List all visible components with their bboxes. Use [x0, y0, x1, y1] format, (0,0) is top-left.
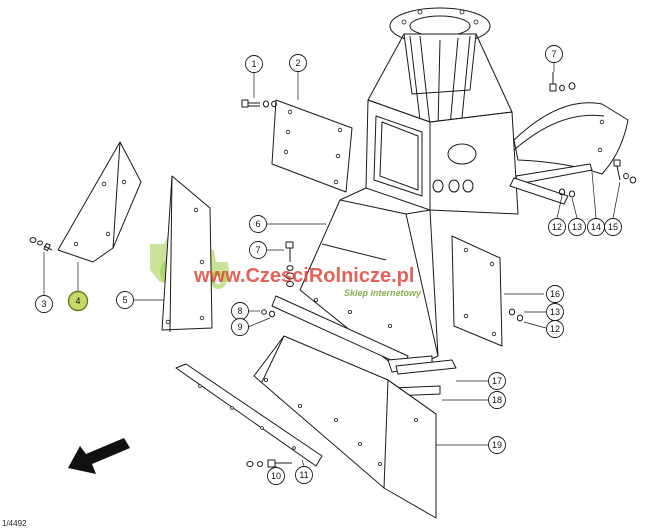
callout-12-upper: 12: [548, 218, 566, 236]
svg-text:7: 7: [551, 49, 556, 59]
svg-text:14: 14: [591, 222, 601, 232]
part-5-tall-side-panel: [161, 175, 213, 333]
part-4-triangular-side-panel: [57, 141, 142, 263]
part-16-side-plate: [451, 235, 503, 347]
svg-text:7: 7: [255, 245, 260, 255]
svg-text:2: 2: [295, 58, 300, 68]
part-10-bolt: [246, 459, 292, 468]
watermark-text: www.CzesciRolnicze.pl Sklep internetowy: [193, 265, 422, 298]
part-7-bolt-middle: [285, 241, 295, 288]
callout-7-upper: 7: [545, 45, 563, 63]
callout-8: 8: [231, 302, 249, 320]
part-12-13-washers-lower: [508, 308, 524, 322]
part-19-lower-chute: [253, 335, 437, 519]
part-7-bolt-upper: [549, 72, 576, 92]
callout-6: 6: [249, 215, 267, 233]
drawing-code: 1/4492: [2, 519, 27, 528]
callout-5: 5: [116, 291, 134, 309]
svg-text:18: 18: [492, 395, 502, 405]
callout-7-middle: 7: [249, 241, 267, 259]
svg-text:6: 6: [255, 219, 260, 229]
callout-14: 14: [587, 218, 605, 236]
svg-text:19: 19: [492, 440, 502, 450]
svg-text:15: 15: [608, 222, 618, 232]
svg-text:3: 3: [41, 299, 46, 309]
part-6-main-chute-housing: [271, 7, 519, 373]
part-2-cover-plate: [271, 99, 353, 193]
svg-text:16: 16: [550, 289, 560, 299]
callout-13-lower: 13: [546, 303, 564, 321]
callout-13-upper: 13: [568, 218, 586, 236]
part-14-curved-deflector: [509, 102, 629, 205]
part-8-9-nut-washer: [261, 309, 276, 318]
part-1-bolt: [241, 99, 277, 108]
svg-text:13: 13: [550, 307, 560, 317]
svg-text:12: 12: [552, 222, 562, 232]
svg-text:13: 13: [572, 222, 582, 232]
callout-17: 17: [488, 372, 506, 390]
svg-text:11: 11: [299, 470, 308, 480]
callout-15: 15: [604, 218, 622, 236]
callout-1: 1: [245, 55, 263, 73]
svg-text:17: 17: [492, 376, 502, 386]
callout-16: 16: [546, 285, 564, 303]
callout-4-highlighted: 4: [67, 290, 89, 312]
callout-10: 10: [267, 467, 285, 485]
callout-19: 19: [488, 436, 506, 454]
callout-3: 3: [35, 295, 53, 313]
svg-text:8: 8: [237, 306, 242, 316]
svg-text:12: 12: [550, 324, 560, 334]
svg-text:5: 5: [122, 295, 127, 305]
part-15-bolt: [613, 159, 637, 184]
svg-text:1: 1: [251, 59, 256, 69]
callout-18: 18: [488, 391, 506, 409]
watermark-tagline: Sklep internetowy: [344, 288, 422, 298]
svg-text:4: 4: [75, 296, 80, 306]
callout-12-lower: 12: [546, 320, 564, 338]
watermark-site: www.CzesciRolnicze.pl: [193, 265, 414, 287]
direction-arrow-icon: [68, 438, 130, 474]
svg-text:10: 10: [271, 471, 281, 481]
svg-text:9: 9: [237, 322, 242, 332]
leader-lines: [43, 62, 621, 468]
callout-9: 9: [231, 318, 249, 336]
callout-2: 2: [289, 54, 307, 72]
part-17-rail: [395, 359, 457, 375]
part-12-13-washers-upper: [558, 188, 576, 198]
part-3-bolt: [29, 237, 53, 252]
callout-11: 11: [295, 466, 313, 484]
part-11-edge-strip: [175, 363, 323, 467]
